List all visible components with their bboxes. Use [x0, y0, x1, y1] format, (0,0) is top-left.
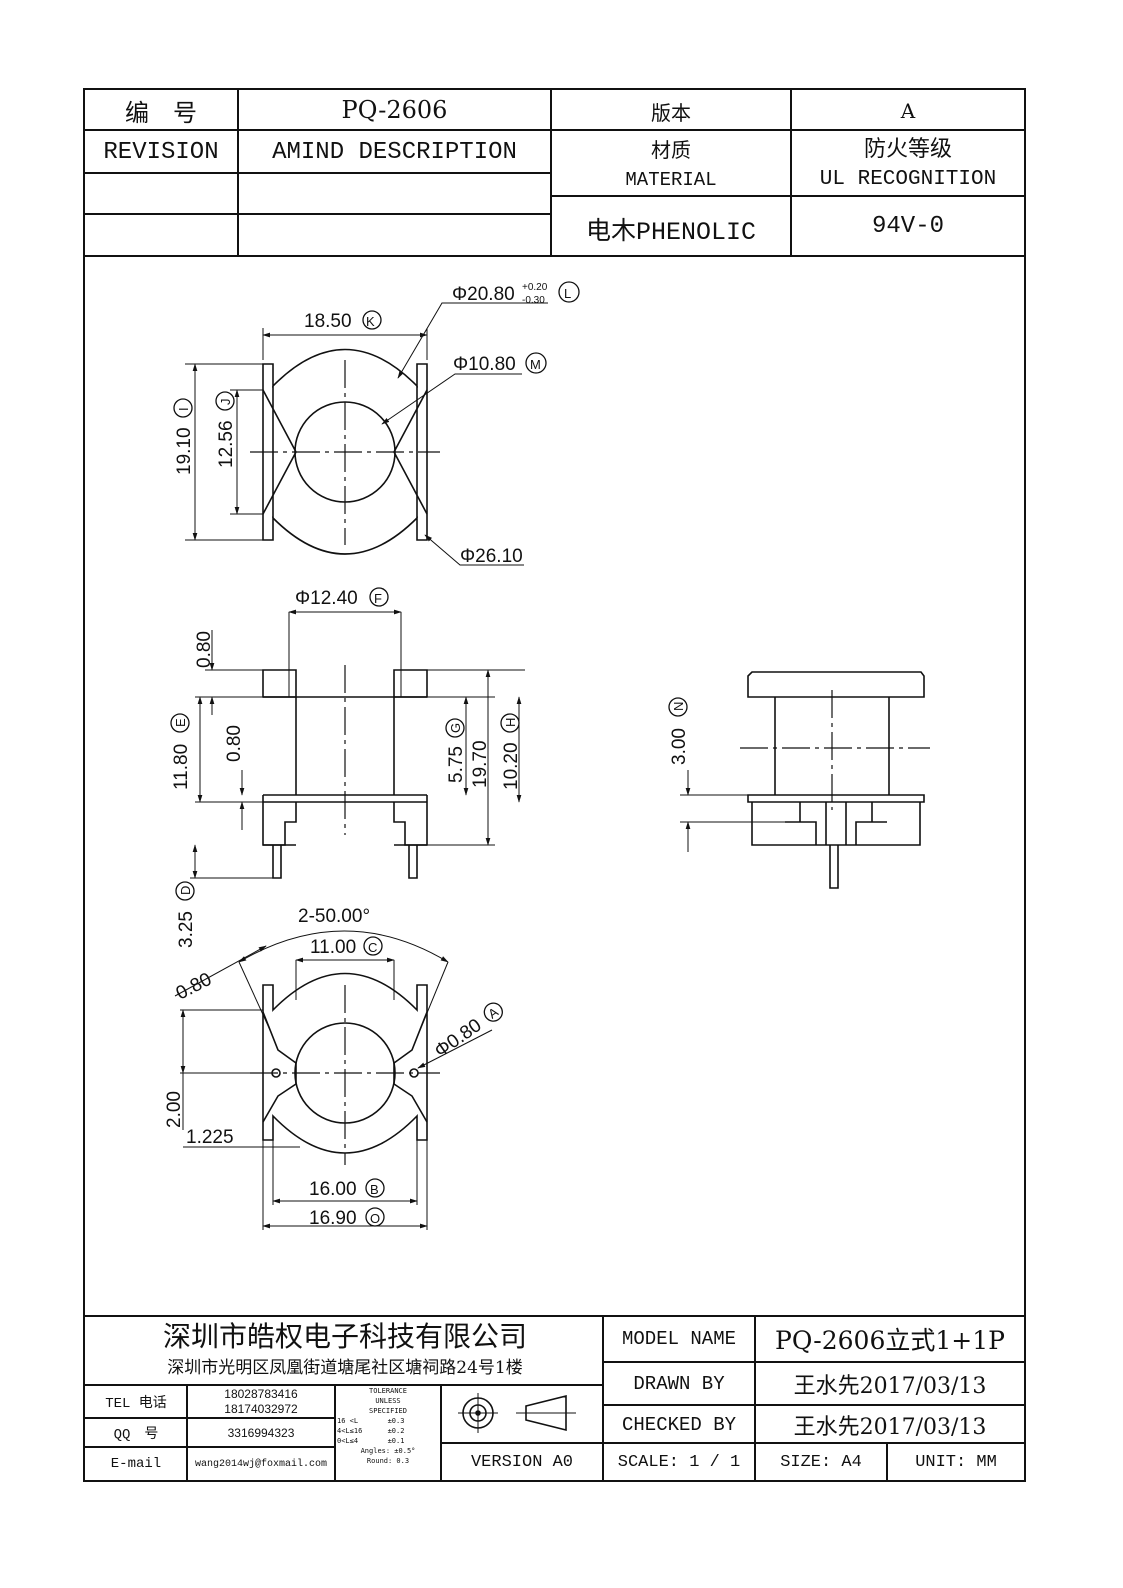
tolerance-title: TOLERANCE [369, 1387, 407, 1395]
dim-pitch-2-00: 2.00 [164, 1091, 185, 1128]
mark-b: B [370, 1182, 379, 1197]
email-label: E-mail [110, 1456, 162, 1472]
dim-flange-thk-inner: 0.80 [224, 725, 245, 762]
dim-height-19-10: 19.10 [174, 427, 195, 475]
tolerance-row5: Round: 0.3 [366, 1457, 410, 1465]
tolerance-row3: 0<L≤4 ±0.1 [337, 1437, 405, 1445]
ul-label-en: UL RECOGNITION [819, 167, 997, 191]
tel-1: 18028783416 [224, 1387, 298, 1401]
qq-label: QQ 号 [113, 1427, 159, 1443]
front-view [190, 609, 525, 879]
qq-value: 3316994323 [227, 1426, 295, 1440]
checked-by-value: 王水先2017/03/13 [793, 1414, 987, 1440]
dim-center-dia: Φ10.80 [453, 354, 516, 375]
dim-core-dia: Φ12.40 [295, 588, 358, 609]
mark-i: I [176, 407, 191, 411]
mark-k: K [366, 314, 375, 329]
dim-angle: 2-50.00° [298, 906, 370, 927]
dim-offset-3-00: 3.00 [669, 728, 690, 765]
dim-slot-11-00: 11.00 [310, 937, 356, 958]
email-value[interactable]: wang2014wj@foxmail.com [194, 1458, 328, 1470]
mark-e: E [173, 718, 188, 727]
projection-symbol [458, 1393, 576, 1433]
description-label: AMIND DESCRIPTION [272, 138, 517, 166]
mark-l: L [564, 286, 571, 301]
dim-width-18-50: 18.50 [304, 311, 352, 332]
tolerance-box: TOLERANCE UNLESS SPECIFIED 16 <L ±0.3 4<… [337, 1386, 439, 1480]
mark-f: F [374, 591, 382, 606]
dim-pin-dia: Φ0.80 [431, 1015, 486, 1062]
dim-pin-19-70: 19.70 [470, 740, 491, 788]
dim-wall-0-80: 0.80 [173, 969, 215, 1005]
dim-pin-ext-3-25: 3.25 [176, 911, 197, 948]
revision-label: REVISION [103, 138, 219, 166]
model-name-value: PQ-2606立式1+1P [775, 1326, 1005, 1355]
dim-flange-thk-top: 0.80 [194, 631, 215, 668]
tolerance-row2: 4<L≤16 ±0.2 [337, 1427, 405, 1435]
dim-pin-offset: 1.225 [186, 1127, 234, 1148]
tel-2: 18174032972 [224, 1402, 298, 1416]
company-name: 深圳市皓权电子科技有限公司 [162, 1320, 527, 1353]
front-view-labels: Φ12.40 F 0.80 0.80 11.80 E 5.75 G 19.70 … [170, 587, 522, 948]
tolerance-row4: Angles: ±0.5° [360, 1447, 416, 1455]
dim-flange-dia: Φ26.10 [460, 546, 523, 567]
material-label-en: MATERIAL [625, 169, 717, 191]
unit-value: UNIT: MM [915, 1452, 997, 1472]
side-view [680, 671, 930, 889]
mark-n: N [671, 702, 686, 711]
ul-value: 94V-0 [871, 212, 944, 240]
dim-outer-tol-plus: +0.20 [522, 282, 548, 293]
tolerance-row1: 16 <L ±0.3 [337, 1417, 405, 1425]
top-view-labels: 18.50 K Φ20.80 +0.20 -0.30 L Φ10.80 M Φ2… [173, 281, 580, 567]
bottom-view-labels: 2-50.00° 11.00 C 0.80 Φ0.80 A 2.00 1.225… [164, 906, 503, 1229]
top-view [185, 302, 548, 566]
size-value: SIZE: A4 [780, 1452, 862, 1472]
number-label: 编 号 [125, 98, 197, 127]
dim-overall-16-90: 16.90 [309, 1208, 357, 1229]
dim-outer-dia: Φ20.80 [452, 284, 515, 305]
side-view-labels: 3.00 N [668, 697, 690, 765]
checked-by-label: CHECKED BY [621, 1413, 737, 1436]
company-address: 深圳市光明区凤凰街道塘尾社区塘祠路24号1楼 [167, 1357, 523, 1378]
version-value: A [900, 99, 916, 123]
mark-m: M [530, 357, 541, 372]
mark-c: C [368, 940, 377, 955]
drawn-by-value: 王水先2017/03/13 [793, 1374, 987, 1399]
bottom-view [174, 930, 493, 1230]
model-name-label: MODEL NAME [621, 1328, 737, 1350]
version-a0: VERSION A0 [470, 1452, 574, 1472]
mark-d: D [178, 886, 193, 895]
dim-total-11-80: 11.80 [171, 744, 192, 790]
mark-o: O [370, 1211, 380, 1226]
mark-h: H [503, 718, 518, 727]
tolerance-line2: UNLESS [375, 1397, 401, 1405]
drawn-by-label: DRAWN BY [633, 1373, 725, 1395]
dim-outer-tol-minus: -0.30 [522, 295, 545, 306]
mark-j: J [218, 399, 233, 406]
dim-inner-12-56: 12.56 [216, 420, 237, 468]
material-label-cn: 材质 [651, 137, 691, 162]
tel-label: TEL 电话 [105, 1396, 167, 1412]
dim-base-16-00: 16.00 [309, 1179, 357, 1200]
material-value: 电木PHENOLIC [585, 218, 757, 247]
ul-label-cn: 防火等级 [863, 137, 952, 162]
dim-body-10-20: 10.20 [501, 742, 522, 790]
version-label: 版本 [651, 100, 691, 125]
tolerance-line3: SPECIFIED [369, 1407, 407, 1415]
dim-winding-5-75: 5.75 [446, 746, 467, 783]
mark-g: G [448, 723, 463, 733]
part-number: PQ-2606 [341, 96, 448, 124]
scale-value: SCALE: 1 / 1 [617, 1452, 741, 1472]
